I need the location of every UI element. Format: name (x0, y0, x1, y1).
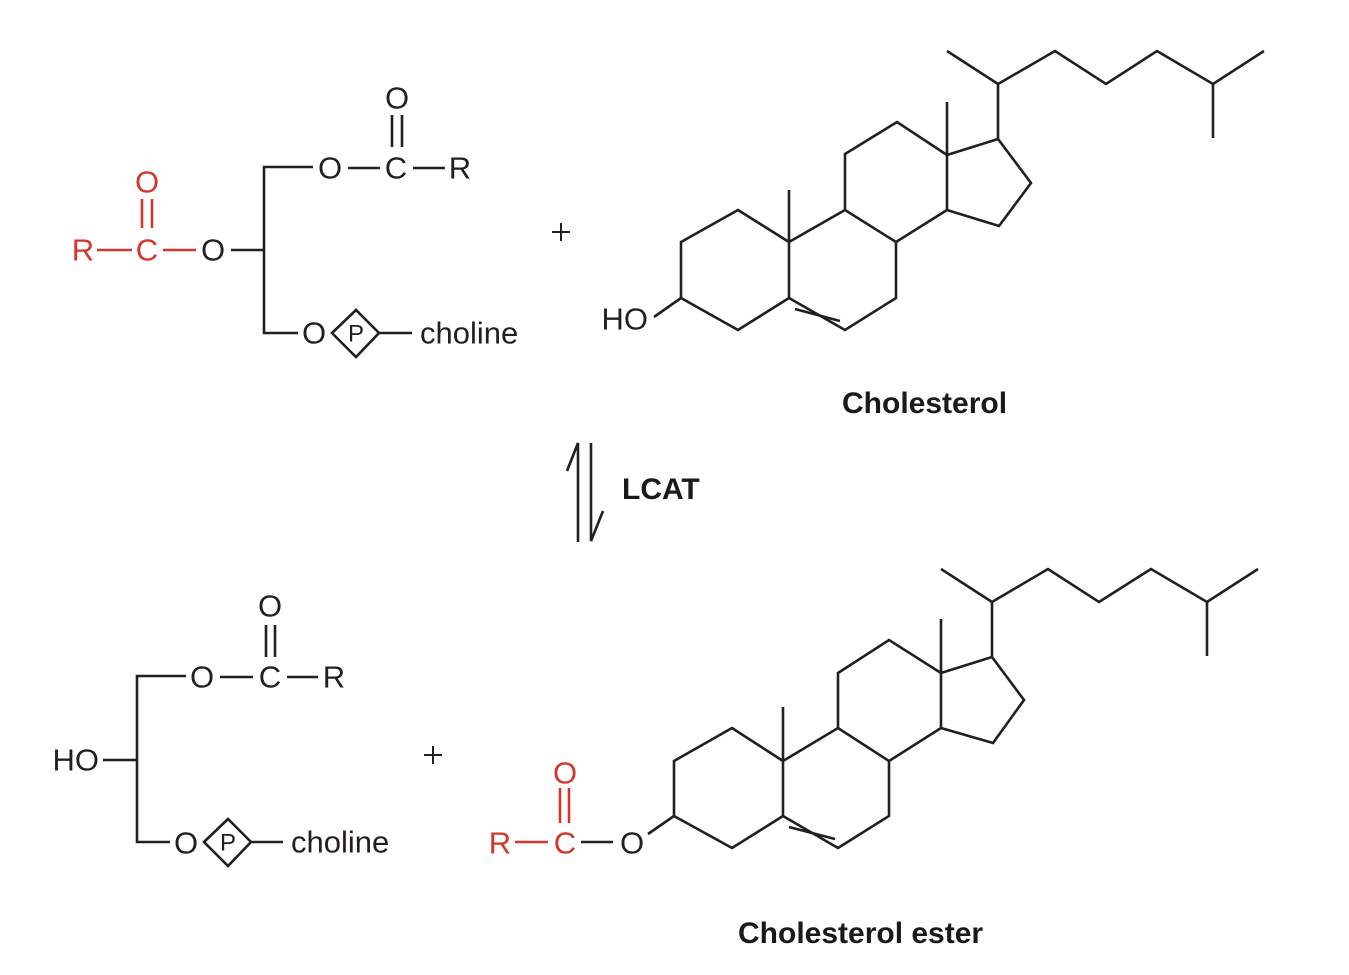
side-chain-c20-c21-ester (940, 567, 994, 657)
atom-c-sn1-lyso: C (259, 660, 281, 695)
cholesterol-ester-structure: R C O O (489, 567, 1259, 861)
cholesterol-structure: HO (602, 49, 1265, 337)
atom-c-acyl: C (136, 233, 158, 268)
transferred-acyl-group-product: R C O (489, 756, 577, 861)
ring-d (946, 137, 1033, 228)
atom-ho-lyso: HO (53, 743, 100, 778)
ring-a-ester (672, 726, 785, 850)
atom-ho-cholesterol: HO (602, 302, 649, 337)
cholesterol-label: Cholesterol (842, 387, 1007, 420)
enzyme-label-lcat: LCAT (622, 473, 700, 506)
atom-o-carbonyl-ester: O (553, 756, 577, 791)
transferred-acyl-group: R C O (72, 165, 196, 268)
bond-o-c3 (653, 296, 682, 319)
glycerol-backbone-lyso (135, 674, 186, 844)
plus-sign-top (552, 223, 570, 241)
cholesterol-ester-label: Cholesterol ester (738, 917, 983, 950)
atom-o-phosphate-lyso: O (174, 826, 198, 861)
side-chain-c20-c21 (946, 49, 1000, 139)
glycerol-backbone (262, 165, 313, 335)
atom-p-lyso: P (220, 830, 236, 857)
reverse-half-arrow (589, 443, 605, 542)
forward-half-arrow (565, 442, 580, 542)
atom-o-phosphate: O (302, 316, 326, 351)
atom-o-sn1: O (318, 151, 342, 186)
atom-o-ester: O (620, 826, 644, 861)
ring-a (679, 208, 791, 332)
double-bond-c5-c6 (794, 307, 841, 323)
atom-r-sn1-lyso: R (323, 660, 345, 695)
lecithin-structure: R C O O O C O R O P choline (72, 81, 518, 359)
double-bond-c5-c6-ester (788, 825, 836, 841)
atom-o-carbonyl: O (135, 165, 159, 200)
atom-p: P (348, 321, 364, 348)
ring-d-ester (940, 655, 1026, 745)
atom-o-carbonyl-sn1: O (385, 81, 409, 116)
bond-o-c3-ester (647, 814, 675, 836)
ring-b (788, 208, 898, 332)
atom-o-sn1-lyso: O (190, 660, 214, 695)
atom-r-sn1: R (449, 151, 471, 186)
atom-o-sn2: O (201, 233, 225, 268)
plus-sign-bottom (424, 746, 442, 764)
atom-r-acyl: R (72, 233, 94, 268)
atom-o-carbonyl-lyso: O (258, 589, 282, 624)
ring-b-ester (782, 726, 891, 850)
side-chain-ester (991, 567, 1259, 604)
equilibrium-arrows-icon (565, 442, 605, 542)
atom-c-sn1: C (385, 151, 407, 186)
ring-c-ester (836, 638, 943, 763)
atom-r-ester: R (489, 826, 511, 861)
choline-label: choline (420, 316, 518, 351)
ring-c (843, 120, 949, 244)
side-chain (997, 49, 1265, 86)
choline-label-lyso: choline (291, 825, 389, 860)
atom-c-ester: C (554, 826, 576, 861)
lysolecithin-structure: HO O C O R O P choline (53, 589, 389, 868)
